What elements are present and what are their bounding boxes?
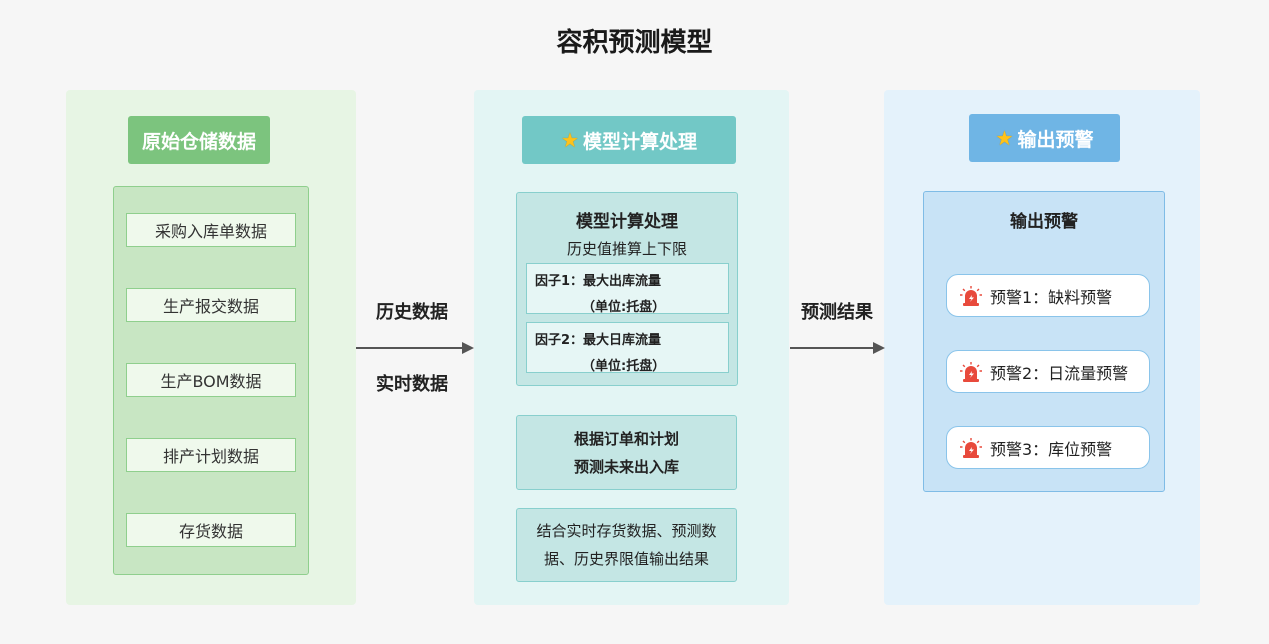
flow-label-realtime: 实时数据 [376,374,448,395]
siren-alarm-icon [960,361,982,382]
model-header-label: 模型计算处理 [582,130,697,153]
model-step-output-line1: 结合实时存货数据、预测数 [536,522,717,540]
factor-2-unit: （单位:托盘） [582,359,666,374]
flow-label-result: 预测结果 [801,302,873,323]
alert-location: 预警3：库位预警 [946,426,1150,469]
model-step-forecast: 根据订单和计划 预测未来出入库 [516,415,737,490]
data-item-schedule: 排产计划数据 [126,438,296,472]
flow-arrow-left-line [356,347,462,349]
data-item-inventory: 存货数据 [126,513,296,547]
model-step-forecast-line1: 根据订单和计划 [573,429,679,448]
model-box-title: 模型计算处理 [576,212,678,232]
alert-location-label: 预警3：库位预警 [990,439,1113,459]
alert-shortage: 预警1：缺料预警 [946,274,1150,317]
factor-1: 因子1：最大出库流量 （单位:托盘） [526,263,729,315]
output-box-title: 输出预警 [1010,212,1078,232]
factor-2: 因子2：最大日库流量 （单位:托盘） [526,322,729,374]
siren-alarm-icon [960,437,982,458]
flow-arrow-left-head [462,342,474,354]
star-icon: ★ [561,128,579,152]
model-box-subtitle: 历史值推算上下限 [566,240,687,258]
model-step-forecast-line2: 预测未来出入库 [573,457,679,476]
output-header-label: 输出预警 [1017,128,1094,151]
output-header: ★ 输出预警 [969,114,1120,162]
flow-label-history: 历史数据 [376,302,448,323]
factor-1-unit: （单位:托盘） [582,300,666,315]
flow-arrow-right-head [873,342,885,354]
model-step-output-line2: 据、历史界限值输出结果 [543,550,709,568]
data-item-bom: 生产BOM数据 [126,363,296,397]
model-header: ★ 模型计算处理 [522,116,736,164]
factor-1-name: 因子1：最大出库流量 [535,274,662,289]
siren-alarm-icon [960,285,982,306]
factor-2-name: 因子2：最大日库流量 [535,333,662,348]
alert-shortage-label: 预警1：缺料预警 [990,287,1113,307]
alert-daily-flow: 预警2：日流量预警 [946,350,1150,393]
input-header: 原始仓储数据 [128,116,270,164]
star-icon: ★ [995,126,1014,150]
model-step-output: 结合实时存货数据、预测数 据、历史界限值输出结果 [516,508,737,582]
input-header-label: 原始仓储数据 [141,130,256,153]
flow-arrow-right-line [790,347,873,349]
data-item-purchase: 采购入库单数据 [126,213,296,247]
diagram-title: 容积预测模型 [556,28,713,58]
data-item-production-report: 生产报交数据 [126,288,296,322]
alert-daily-flow-label: 预警2：日流量预警 [990,363,1129,383]
